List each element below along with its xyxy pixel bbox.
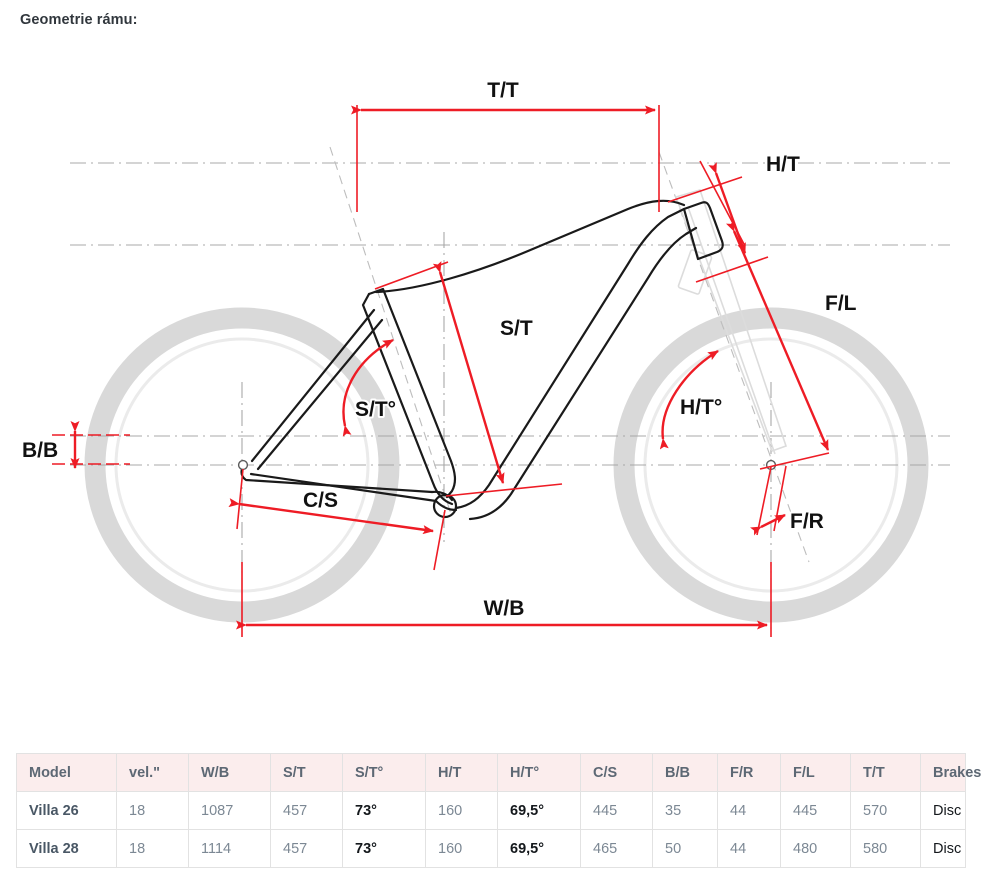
col-header-vel: vel." [116, 753, 189, 792]
label-st-deg: S/T° [355, 398, 396, 421]
col-header-bb: B/B [652, 753, 718, 792]
dimension-st-angle [342, 338, 394, 437]
dimension-lines [52, 105, 830, 637]
page-title: Geometrie rámu: [20, 12, 138, 28]
cell-tt: 570 [850, 791, 921, 830]
dimension-cs [228, 468, 446, 571]
dimension-bb [52, 421, 130, 469]
label-tt: T/T [487, 79, 519, 102]
table-header-row: Model vel." W/B S/T S/T° H/T H/T° C/S B/… [16, 753, 981, 792]
cell-brakes: Disc [920, 791, 966, 830]
col-header-ht: H/T [425, 753, 498, 792]
col-header-brakes: Brakes [920, 753, 981, 792]
cell-fl: 480 [780, 829, 851, 868]
label-bb: B/B [22, 439, 58, 462]
label-wb: W/B [484, 597, 525, 620]
label-ht-deg: H/T° [680, 396, 722, 419]
dimension-tt [351, 105, 660, 212]
dimension-fl [699, 160, 830, 470]
construction-centerlines [70, 162, 950, 632]
cell-fr: 44 [717, 791, 781, 830]
label-fl: F/L [825, 292, 857, 315]
col-header-htdeg: H/T° [497, 753, 581, 792]
rear-dropout-hub [237, 459, 249, 471]
dimension-fr [750, 465, 787, 536]
cell-cs: 465 [580, 829, 653, 868]
table-row: Villa 26 18 1087 457 73° 160 69,5° 445 3… [16, 791, 966, 830]
col-header-wb: W/B [188, 753, 271, 792]
frame-geometry-diagram: T/T H/T F/L S/T S/T° H/T° B/B C/S F/R W/… [0, 42, 982, 742]
frame-geometry-table: Model vel." W/B S/T S/T° H/T H/T° C/S B/… [16, 753, 981, 868]
construction-axis-lines [329, 146, 810, 563]
cell-brakes: Disc [920, 829, 966, 868]
cell-st: 457 [270, 829, 343, 868]
dimension-labels: T/T H/T F/L S/T S/T° H/T° B/B C/S F/R W/… [20, 77, 859, 622]
cell-ht: 160 [425, 829, 498, 868]
cell-wb: 1114 [188, 829, 271, 868]
cell-st: 457 [270, 791, 343, 830]
cell-vel: 18 [116, 791, 189, 830]
cell-model: Villa 28 [16, 829, 117, 868]
cell-htdeg: 69,5° [497, 791, 581, 830]
cell-htdeg: 69,5° [497, 829, 581, 868]
table-row: Villa 28 18 1114 457 73° 160 69,5° 465 5… [16, 829, 966, 868]
dimension-ht-angle [659, 349, 719, 450]
cell-vel: 18 [116, 829, 189, 868]
cell-model: Villa 26 [16, 791, 117, 830]
col-header-cs: C/S [580, 753, 653, 792]
label-st: S/T [500, 317, 533, 340]
dimension-st [374, 261, 563, 497]
label-cs: C/S [303, 489, 338, 512]
cell-wb: 1087 [188, 791, 271, 830]
col-header-st: S/T [270, 753, 343, 792]
col-header-model: Model [16, 753, 117, 792]
cell-stdeg: 73° [342, 791, 426, 830]
dimension-wb [236, 562, 772, 637]
col-header-stdeg: S/T° [342, 753, 426, 792]
col-header-fl: F/L [780, 753, 851, 792]
cell-fl: 445 [780, 791, 851, 830]
cell-cs: 445 [580, 791, 653, 830]
col-header-fr: F/R [717, 753, 781, 792]
cell-fr: 44 [717, 829, 781, 868]
cell-bb: 50 [652, 829, 718, 868]
cell-ht: 160 [425, 791, 498, 830]
cell-tt: 580 [850, 829, 921, 868]
label-fr: F/R [790, 510, 824, 533]
label-ht: H/T [766, 153, 800, 176]
cell-bb: 35 [652, 791, 718, 830]
cell-stdeg: 73° [342, 829, 426, 868]
col-header-tt: T/T [850, 753, 921, 792]
